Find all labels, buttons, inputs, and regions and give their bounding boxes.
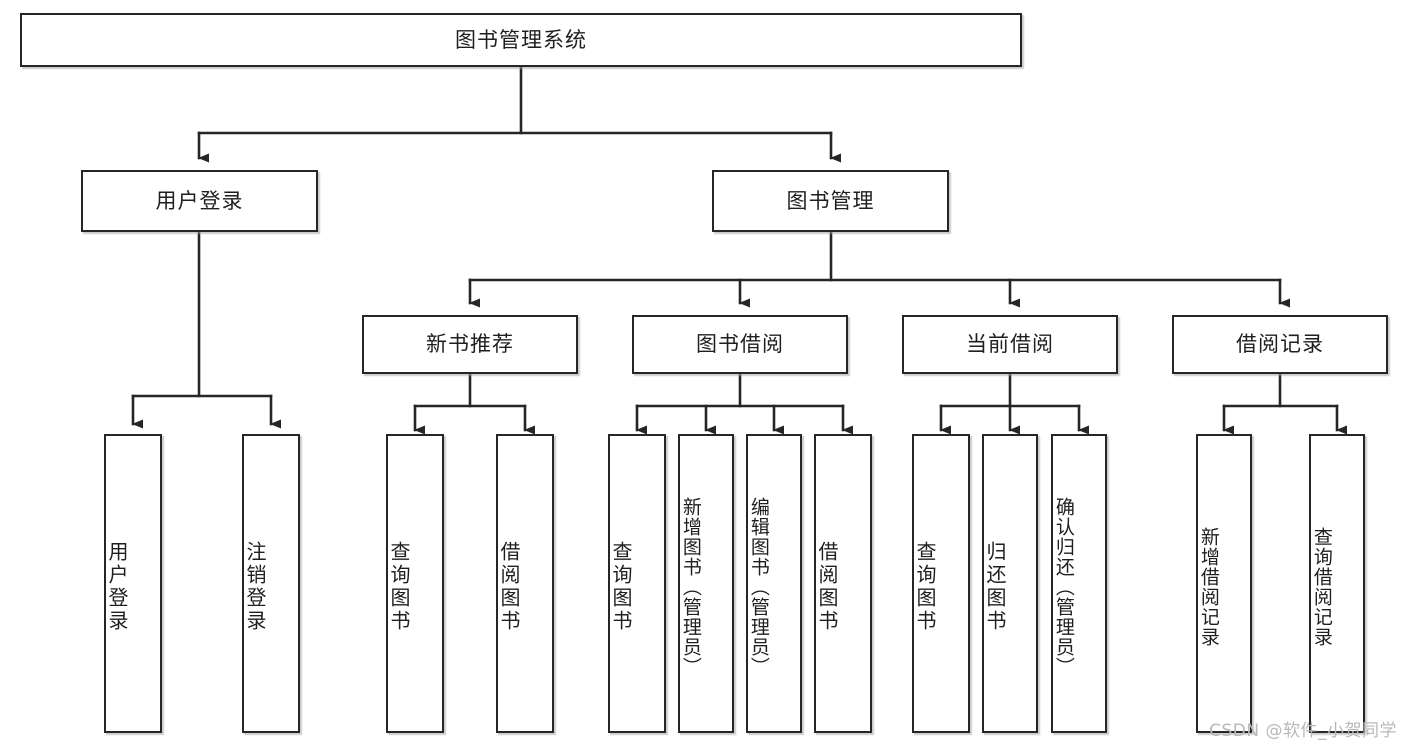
leaf-borrow-borrow-book[interactable]: 借阅图书 [814,434,872,733]
leaf-borrow-edit-book-admin[interactable]: 编辑图书（管理员） [746,434,802,733]
node-user-login[interactable]: 用户登录 [81,170,318,232]
node-label: 注销登录 [243,540,267,633]
node-borrow-records[interactable]: 借阅记录 [1172,315,1388,374]
node-label: 借阅图书 [497,540,521,633]
node-label: 归还图书 [983,540,1007,633]
node-current-borrow[interactable]: 当前借阅 [902,315,1118,374]
node-label: 确认归还（管理员） [1052,496,1075,677]
node-root-system[interactable]: 图书管理系统 [20,13,1022,67]
node-label: 借阅记录 [1236,332,1324,357]
csdn-watermark: CSDN @软件_小贺同学 [1209,721,1397,741]
leaf-recommend-borrow-book[interactable]: 借阅图书 [496,434,554,733]
node-label: 当前借阅 [966,332,1054,357]
leaf-user-login-signout[interactable]: 注销登录 [242,434,300,733]
node-label: 新增借阅记录 [1197,526,1220,647]
leaf-recommend-query-book[interactable]: 查询图书 [386,434,444,733]
leaf-current-query-book[interactable]: 查询图书 [912,434,970,733]
node-label: 新增图书（管理员） [679,496,702,677]
node-label: 新书推荐 [426,332,514,357]
leaf-borrow-add-book-admin[interactable]: 新增图书（管理员） [678,434,734,733]
node-label: 查询图书 [387,540,411,633]
leaf-user-login-signin[interactable]: 用户登录 [104,434,162,733]
node-label: 借阅图书 [815,540,839,633]
node-label: 查询借阅记录 [1310,526,1333,647]
node-new-book-recommend[interactable]: 新书推荐 [362,315,578,374]
node-label: 图书管理 [786,188,875,213]
leaf-records-add-record[interactable]: 新增借阅记录 [1196,434,1252,733]
node-book-management[interactable]: 图书管理 [712,170,949,232]
node-label: 图书管理系统 [455,27,587,52]
node-label: 编辑图书（管理员） [747,496,770,677]
node-label: 查询图书 [609,540,633,633]
node-label: 用户登录 [155,188,244,213]
node-book-borrow[interactable]: 图书借阅 [632,315,848,374]
leaf-current-confirm-return-admin[interactable]: 确认归还（管理员） [1051,434,1107,733]
leaf-records-query-record[interactable]: 查询借阅记录 [1309,434,1365,733]
node-label: 用户登录 [105,540,129,633]
leaf-borrow-query-book[interactable]: 查询图书 [608,434,666,733]
leaf-current-return-book[interactable]: 归还图书 [982,434,1038,733]
node-label: 查询图书 [913,540,937,633]
node-label: 图书借阅 [696,332,784,357]
